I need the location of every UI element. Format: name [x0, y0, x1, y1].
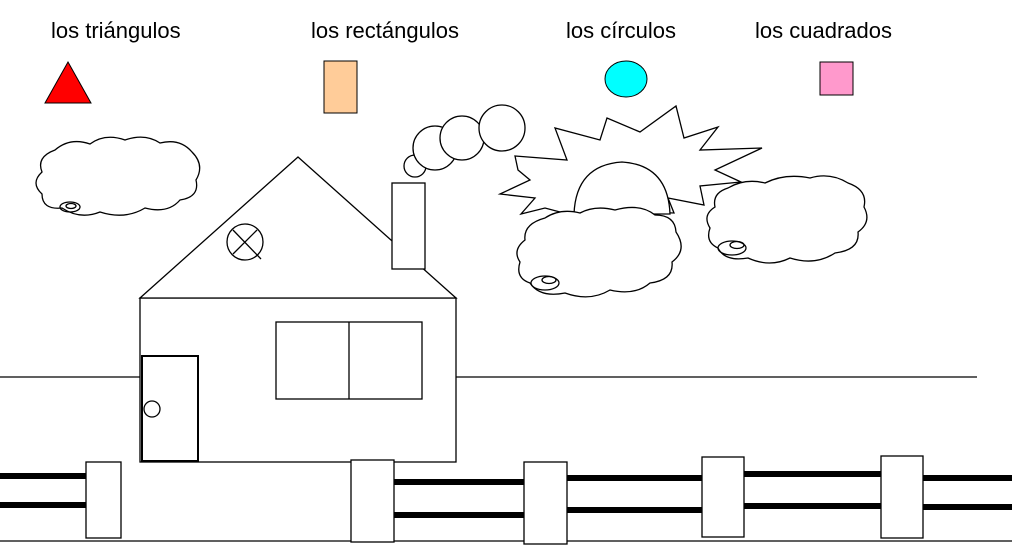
fence-post-3: [523, 461, 568, 545]
legend-label-squares: los cuadrados: [755, 18, 892, 43]
sun-rays: [497, 104, 763, 219]
cloud-2: [516, 206, 682, 298]
door-knob: [143, 400, 161, 418]
triangle-icon: [44, 60, 92, 104]
legend-label-circles: los círculos: [566, 18, 677, 43]
fence-rails: [0, 471, 1012, 518]
fence-post-4: [701, 456, 745, 538]
legend-label-rectangles: los rectángulos: [311, 18, 459, 43]
smoke-puff-3: [439, 115, 485, 161]
cloud-3: [706, 175, 868, 264]
fence-post-5: [880, 455, 924, 539]
chimney: [391, 182, 426, 270]
square-icon: [819, 61, 854, 96]
roof: [138, 156, 458, 299]
legend-label-triangles: los triángulos: [51, 18, 181, 43]
smoke-puff-4: [478, 104, 526, 152]
circle-icon: [604, 60, 648, 98]
cloud-2-detail: [530, 275, 560, 291]
cloud-1-detail: [59, 201, 81, 213]
sun: [573, 161, 671, 215]
cloud-1: [35, 136, 201, 216]
fence-post-1: [85, 461, 122, 539]
rectangle-icon: [323, 60, 358, 114]
cloud-3-detail: [717, 240, 747, 256]
fence-post-2: [350, 459, 395, 543]
